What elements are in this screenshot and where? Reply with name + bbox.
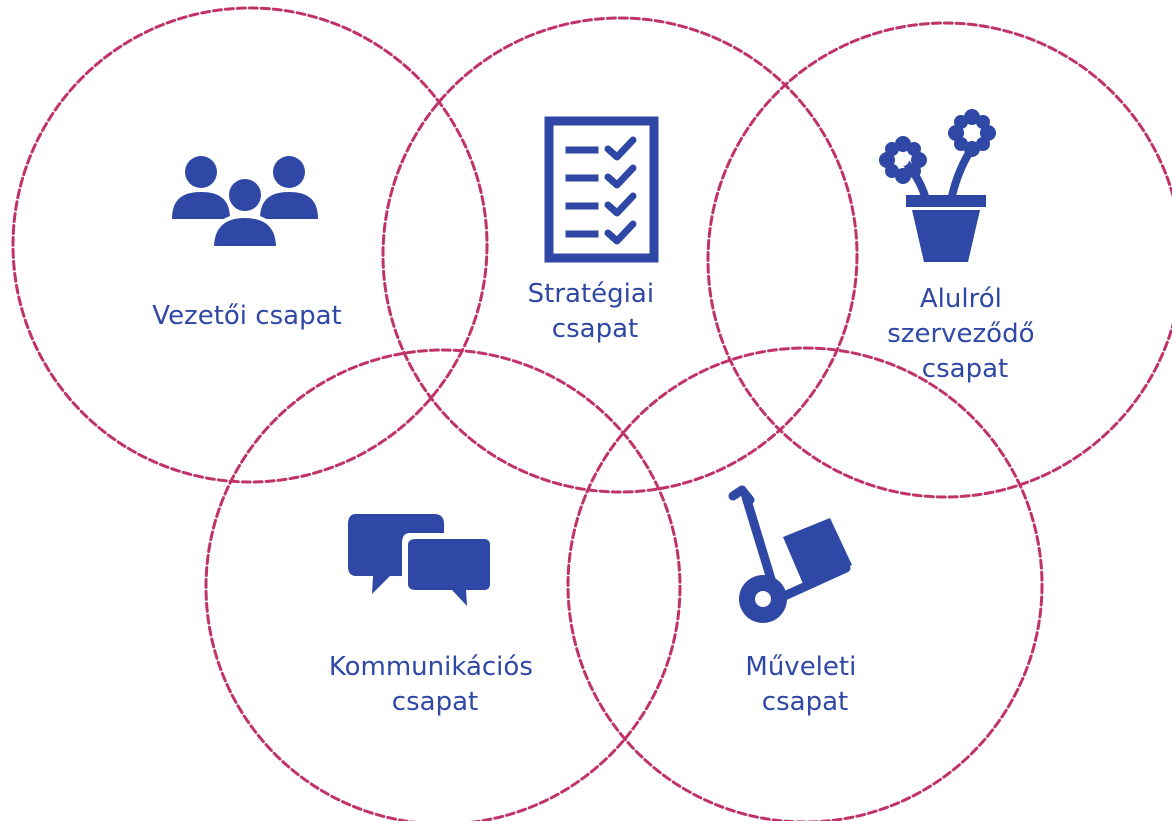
circle-vezetoi [11, 6, 489, 484]
circle-strategiai [381, 16, 859, 494]
label-vezetoi-line-1: Vezetői csapat [152, 301, 341, 331]
circle-outlines [11, 6, 1172, 821]
people-group-icon [172, 156, 318, 250]
labels: Vezetői csapat Stratégiai csapat Alulról… [152, 279, 1043, 717]
label-muveleti-line-1: Műveleti [745, 652, 856, 682]
label-strategiai-line-1: Stratégiai [528, 279, 654, 309]
label-alulrol: Alulról szerveződő csapat [887, 284, 1043, 384]
label-muveleti: Műveleti csapat [745, 652, 864, 717]
circle-kommunikacios [204, 348, 682, 821]
circle-alulrol [706, 21, 1172, 499]
speech-bubbles-icon [348, 514, 494, 613]
label-alulrol-line-2: szerveződő [887, 319, 1034, 349]
label-kommunikacios-line-2: csapat [392, 687, 478, 717]
label-kommunikacios-line-1: Kommunikációs [329, 652, 533, 682]
label-alulrol-line-3: csapat [922, 354, 1008, 384]
hand-truck-icon [728, 485, 852, 623]
flower-pot-icon [879, 109, 996, 262]
label-alulrol-line-1: Alulról [920, 284, 1002, 314]
circle-muveleti [566, 346, 1044, 821]
label-kommunikacios: Kommunikációs csapat [329, 652, 541, 717]
label-vezetoi: Vezetői csapat [152, 301, 341, 331]
checklist-icon [544, 116, 659, 263]
label-strategiai-line-2: csapat [552, 314, 638, 344]
label-muveleti-line-2: csapat [762, 687, 848, 717]
label-strategiai: Stratégiai csapat [528, 279, 663, 344]
